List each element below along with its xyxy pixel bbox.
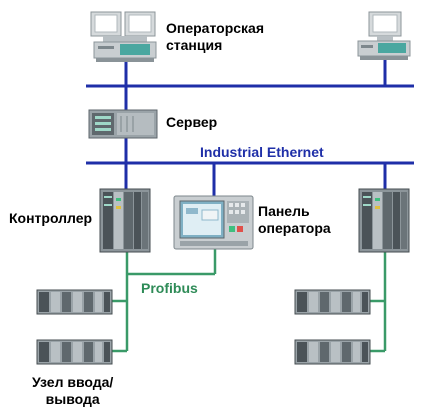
controller-label: Контроллер [9,210,93,226]
profibus-label: Profibus [141,280,198,296]
operator-station-label-line1: Операторская [166,20,264,36]
io-node-left-2 [36,339,113,365]
io-node-left-1 [36,289,113,315]
profibus-network [112,249,387,353]
operator-station-label: Операторская станция [166,20,264,54]
server-device [88,109,158,139]
io-node-label: Узел ввода/ вывода [32,374,113,408]
operator-panel-device [173,195,254,250]
controller-left [99,188,151,253]
operator-panel-label-line1: Панель [258,203,310,219]
controller-right [358,188,410,253]
io-node-right-1 [294,289,371,315]
operator-station-label-line2: станция [166,37,223,53]
io-node-right-2 [294,339,371,365]
ethernet-network [86,58,414,196]
industrial-ethernet-label: Industrial Ethernet [200,144,324,160]
io-node-label-line1: Узел ввода/ [32,374,114,390]
io-node-label-line2: вывода [45,391,100,407]
operator-station-right [357,11,411,60]
operator-panel-label: Панель оператора [258,203,331,237]
operator-station-left [90,11,157,62]
operator-panel-label-line2: оператора [258,220,331,236]
server-label: Сервер [166,114,218,130]
